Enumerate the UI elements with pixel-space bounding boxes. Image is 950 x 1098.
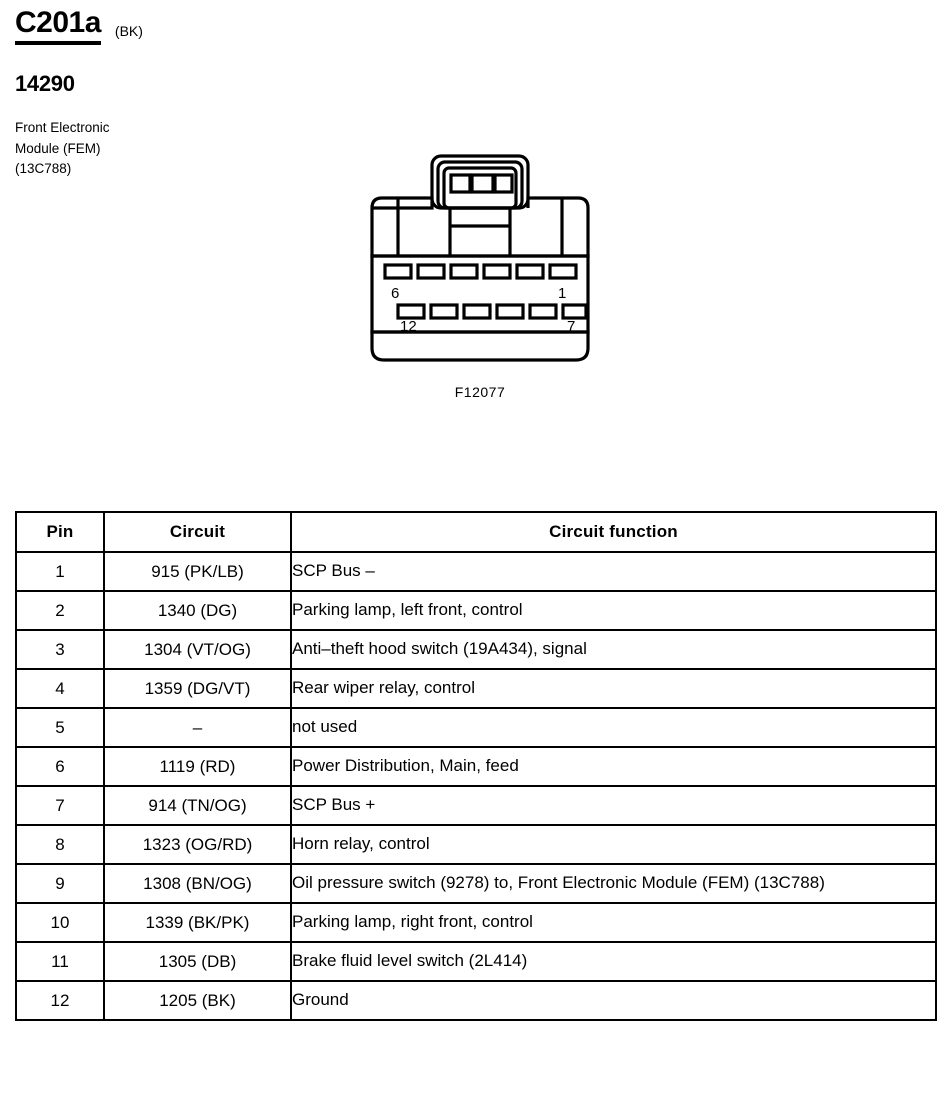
table-row: 5–not used <box>15 707 937 748</box>
cell-circuit: 1119 (RD) <box>103 746 292 787</box>
connector-title-row: C201a (BK) <box>15 8 435 45</box>
svg-text:12: 12 <box>400 318 417 335</box>
connector-id: C201a <box>15 8 101 45</box>
cell-circuit: 1359 (DG/VT) <box>103 668 292 709</box>
cell-circuit: 1323 (OG/RD) <box>103 824 292 865</box>
component-description-line-3: (13C788) <box>15 161 72 177</box>
cell-circuit-function: Parking lamp, left front, control <box>290 590 937 631</box>
cell-pin: 1 <box>15 551 105 592</box>
svg-text:1: 1 <box>558 285 566 302</box>
component-description-line-2: Module (FEM) <box>15 140 101 156</box>
connector-figure: 6 1 12 7 F12077 <box>360 152 600 400</box>
cell-pin: 7 <box>15 785 105 826</box>
cell-circuit-function: Oil pressure switch (9278) to, Front Ele… <box>290 863 937 904</box>
cell-circuit-function: Horn relay, control <box>290 824 937 865</box>
cell-circuit: 915 (PK/LB) <box>103 551 292 592</box>
cell-circuit: 1305 (DB) <box>103 941 292 982</box>
cell-circuit: 1339 (BK/PK) <box>103 902 292 943</box>
cell-circuit: 914 (TN/OG) <box>103 785 292 826</box>
svg-text:7: 7 <box>567 318 575 335</box>
cell-pin: 11 <box>15 941 105 982</box>
cell-circuit: 1340 (DG) <box>103 590 292 631</box>
cell-circuit: 1308 (BN/OG) <box>103 863 292 904</box>
cell-pin: 12 <box>15 980 105 1021</box>
cell-pin: 6 <box>15 746 105 787</box>
cell-pin: 8 <box>15 824 105 865</box>
column-header-circuit: Circuit <box>103 511 292 553</box>
cell-pin: 9 <box>15 863 105 904</box>
cell-circuit-function: Rear wiper relay, control <box>290 668 937 709</box>
cell-circuit-function: SCP Bus – <box>290 551 937 592</box>
table-header-row: Pin Circuit Circuit function <box>15 511 937 553</box>
connector-color-code: (BK) <box>114 23 143 39</box>
connector-face-view-icon: 6 1 12 7 <box>360 152 600 370</box>
component-description-line-1: Front Electronic <box>15 120 110 135</box>
cell-pin: 2 <box>15 590 105 631</box>
column-header-circuit-function: Circuit function <box>290 511 937 553</box>
cell-pin: 5 <box>15 707 105 748</box>
column-header-pin: Pin <box>15 511 105 553</box>
cell-pin: 4 <box>15 668 105 709</box>
cell-circuit-function: Power Distribution, Main, feed <box>290 746 937 787</box>
cell-circuit-function: SCP Bus + <box>290 785 937 826</box>
cell-circuit-function: not used <box>290 707 937 748</box>
svg-text:6: 6 <box>391 285 399 302</box>
cell-circuit-function: Anti–theft hood switch (19A434), signal <box>290 629 937 670</box>
cell-circuit: 1205 (BK) <box>103 980 292 1021</box>
connector-header: C201a (BK) 14290 Front Electronic Module… <box>15 8 435 180</box>
cell-pin: 10 <box>15 902 105 943</box>
cell-circuit-function: Ground <box>290 980 937 1021</box>
cell-circuit: – <box>103 707 292 748</box>
table-header: Pin Circuit Circuit function <box>15 511 937 553</box>
connector-reference-label: F12077 <box>454 384 506 400</box>
part-number: 14290 <box>15 71 75 96</box>
cell-circuit-function: Parking lamp, right front, control <box>290 902 937 943</box>
cell-circuit-function: Brake fluid level switch (2L414) <box>290 941 937 982</box>
component-description: Front Electronic Module (FEM) (13C788) <box>15 118 435 180</box>
cell-pin: 3 <box>15 629 105 670</box>
cell-circuit: 1304 (VT/OG) <box>103 629 292 670</box>
